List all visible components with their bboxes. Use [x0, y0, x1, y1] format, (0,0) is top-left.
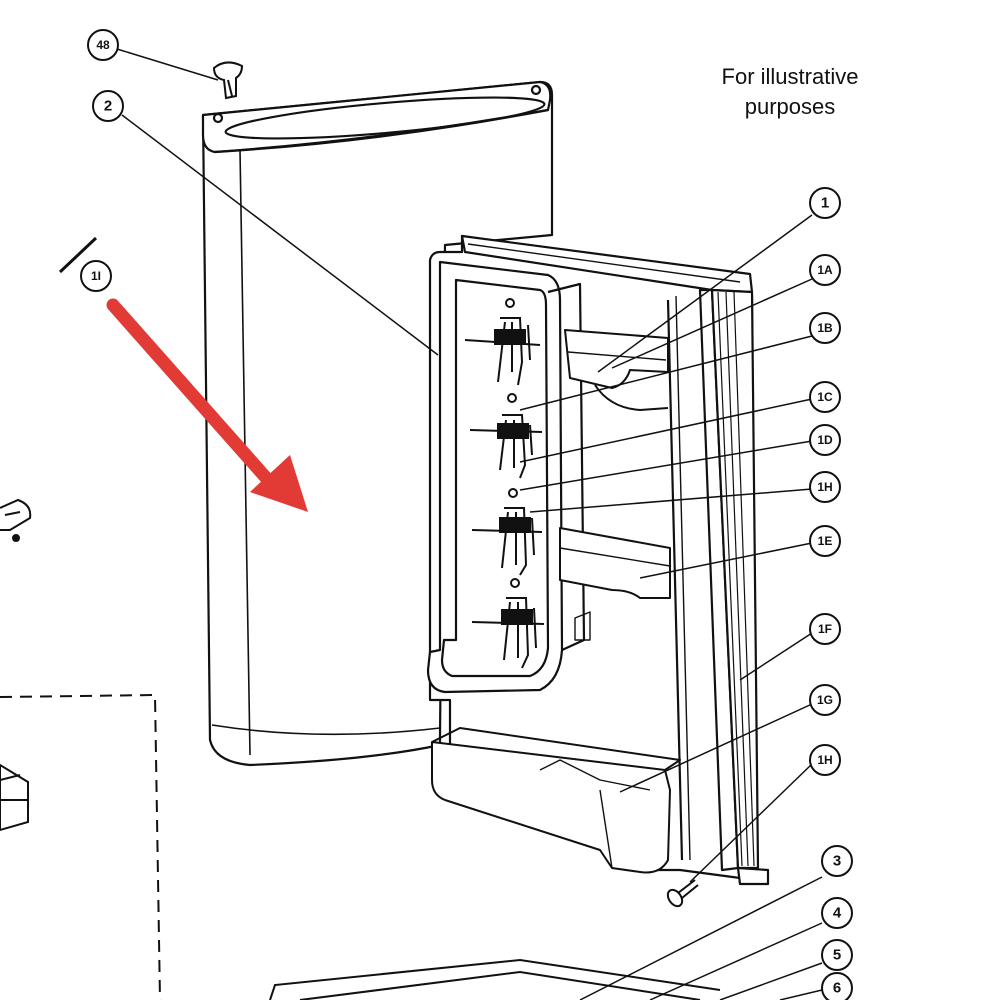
middle-shelf — [559, 527, 671, 599]
callout-1C: 1C — [817, 390, 833, 404]
door-shelves — [431, 329, 681, 874]
leader-lines — [116, 48, 823, 1000]
hook-row-2 — [469, 393, 543, 479]
bottom-tray — [269, 958, 721, 1000]
callout-1D: 1D — [817, 433, 833, 447]
callout-5: 5 — [833, 947, 841, 964]
callout-1H-upper: 1H — [817, 480, 832, 494]
callout-2: 2 — [104, 98, 112, 115]
dashed-outline — [0, 693, 161, 1000]
caption-line-2: purposes — [744, 94, 836, 119]
callout-1H-lower: 1H — [817, 753, 832, 767]
outer-door-panel — [201, 80, 554, 767]
liner-hooks — [464, 298, 545, 669]
callout-1E: 1E — [818, 534, 833, 548]
callout-6: 6 — [833, 980, 841, 997]
callout-3: 3 — [833, 853, 841, 870]
callout-1A: 1A — [817, 263, 833, 277]
callout-48: 48 — [96, 38, 110, 52]
clip-part-48 — [212, 61, 244, 100]
inner-rack-frame — [426, 260, 586, 694]
illustrative-caption: For illustrative purposes — [690, 62, 890, 122]
hook-row-3 — [471, 488, 543, 576]
callout-circles — [80, 29, 853, 1000]
clip-part-1I — [58, 236, 98, 274]
callout-labels: 48 2 1I 1 1A 1B 1C 1D 1H 1E 1F 1G 1H 3 4… — [91, 38, 842, 997]
caption-line-1: For illustrative — [721, 64, 859, 89]
callout-1F: 1F — [818, 622, 832, 636]
bottom-bin — [431, 741, 671, 874]
callout-1G: 1G — [817, 693, 833, 707]
callout-4: 4 — [833, 905, 842, 922]
red-pointer-arrow — [106, 298, 308, 512]
left-edge-parts — [0, 498, 32, 832]
callout-1: 1 — [821, 195, 829, 212]
screw-part-1H — [666, 879, 699, 908]
hook-row-1 — [464, 298, 541, 386]
hook-row-4 — [471, 578, 545, 669]
callout-1I: 1I — [91, 269, 101, 283]
callout-1B: 1B — [817, 321, 833, 335]
